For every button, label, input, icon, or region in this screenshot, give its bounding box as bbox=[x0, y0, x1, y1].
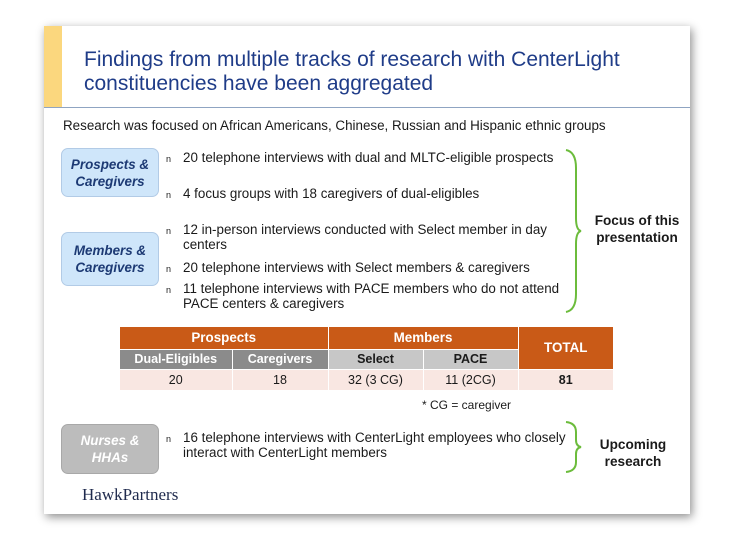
interview-counts-table: Prospects Members TOTAL Dual-Eligibles C… bbox=[120, 327, 613, 390]
members-header: Members bbox=[328, 327, 519, 349]
label-line: Caregivers bbox=[75, 260, 145, 275]
upcoming-note-line: research bbox=[604, 454, 662, 469]
bullet-text: 16 telephone interviews with CenterLight… bbox=[183, 430, 566, 460]
label-line: Caregivers bbox=[75, 173, 145, 189]
label-line: Members & bbox=[73, 243, 147, 258]
bullet-text: 4 focus groups with 18 caregivers of dua… bbox=[183, 186, 480, 201]
bullet-text: 12 in-person interviews conducted with S… bbox=[183, 222, 547, 252]
nurses-hhas-label: Nurses & HHAs bbox=[61, 424, 159, 474]
total-header: TOTAL bbox=[518, 327, 613, 369]
bullet-text: 20 telephone interviews with dual and ML… bbox=[183, 150, 554, 165]
table-cell: 18 bbox=[232, 368, 329, 390]
upcoming-note-line: Upcoming bbox=[599, 437, 667, 452]
table-cell: 11 (2CG) bbox=[423, 368, 519, 390]
total-cell: 81 bbox=[518, 368, 613, 390]
bullet-marker: n bbox=[166, 154, 172, 164]
table-cell: 20 bbox=[120, 368, 233, 390]
label-line: HHAs bbox=[91, 450, 129, 465]
table-header-row: Prospects Members TOTAL bbox=[120, 327, 613, 369]
bullet-marker: n bbox=[166, 264, 172, 274]
table-footnote: * CG = caregiver bbox=[422, 398, 512, 412]
label-line: Prospects & bbox=[70, 156, 150, 172]
dual-eligibles-header: Dual-Eligibles bbox=[120, 348, 233, 369]
bullet-text: 11 telephone interviews with PACE member… bbox=[183, 281, 560, 311]
upcoming-note: Upcoming research bbox=[581, 436, 685, 470]
slide: Findings from multiple tracks of researc… bbox=[44, 26, 690, 514]
focus-note-line: Focus of this bbox=[594, 213, 680, 228]
select-header: Select bbox=[328, 348, 424, 369]
focus-note-line: presentation bbox=[596, 230, 678, 245]
table-subheader-row: Dual-Eligibles Caregivers Select PACE bbox=[120, 348, 613, 369]
table-row: 20 18 32 (3 CG) 11 (2CG) 81 bbox=[120, 368, 613, 390]
bullet-text: 20 telephone interviews with Select memb… bbox=[183, 260, 530, 275]
focus-note: Focus of this presentation bbox=[585, 212, 689, 246]
upcoming-brace-icon bbox=[565, 421, 582, 473]
title-divider bbox=[44, 107, 690, 108]
prospects-caregivers-label: Prospects & Caregivers bbox=[61, 148, 159, 197]
bullet-marker: n bbox=[166, 226, 172, 236]
bullet-marker: n bbox=[166, 434, 172, 444]
label-line: Nurses & bbox=[80, 433, 140, 448]
table-cell: 32 (3 CG) bbox=[328, 368, 424, 390]
bullet-marker: n bbox=[166, 285, 172, 295]
prospects-header: Prospects bbox=[120, 327, 329, 349]
members-caregivers-label: Members & Caregivers bbox=[61, 232, 159, 286]
pace-header: PACE bbox=[423, 348, 519, 369]
focus-brace-icon bbox=[565, 149, 582, 313]
hawkpartners-logo: HawkPartners bbox=[82, 485, 179, 504]
title-accent-bar bbox=[44, 26, 62, 108]
bullet-marker: n bbox=[166, 190, 172, 200]
caregivers-header: Caregivers bbox=[232, 348, 329, 369]
slide-title: Findings from multiple tracks of researc… bbox=[84, 48, 620, 95]
slide-subtitle: Research was focused on African American… bbox=[63, 118, 606, 133]
